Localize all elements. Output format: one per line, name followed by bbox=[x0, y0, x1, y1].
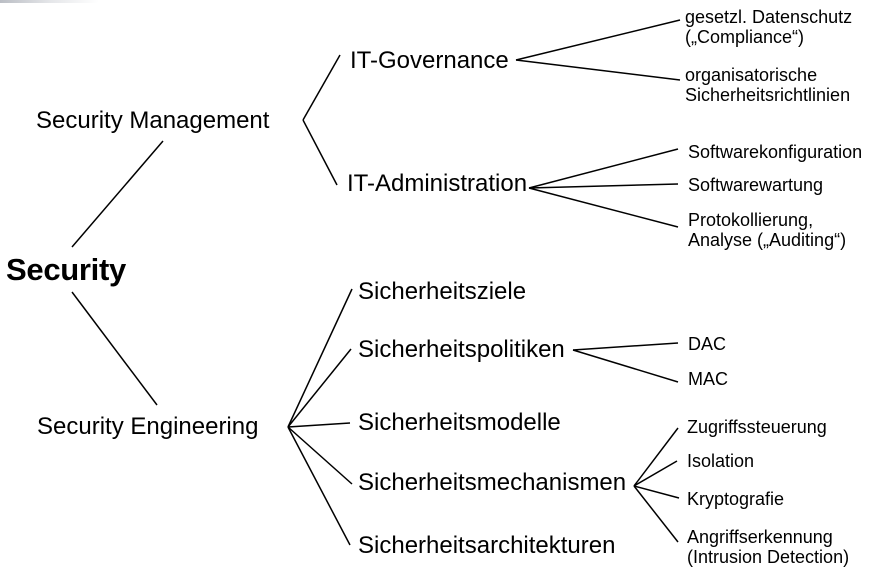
node-kryptografie: Kryptografie bbox=[687, 489, 785, 509]
edge-politiken-to-dac bbox=[572, 342, 679, 351]
edge-mechanismen-to-kryptografie bbox=[633, 485, 680, 499]
node-dac: DAC bbox=[688, 334, 727, 354]
node-mac: MAC bbox=[688, 369, 728, 389]
node-it-governance: IT-Governance bbox=[350, 47, 509, 74]
edge-engineering-to-sicherheitsmodelle bbox=[287, 422, 351, 428]
edge-management-to-itadministration bbox=[302, 119, 338, 186]
edge-management-to-itgovernance bbox=[302, 54, 341, 121]
node-security-engineering: Security Engineering bbox=[37, 413, 259, 440]
edge-mechanismen-to-isolation bbox=[633, 460, 678, 487]
node-sicherheitsarchitekturen: Sicherheitsarchitekturen bbox=[358, 532, 616, 559]
node-isolation: Isolation bbox=[687, 451, 755, 471]
edge-politiken-to-mac bbox=[572, 349, 679, 383]
edge-engineering-to-sicherheitspolitiken bbox=[287, 348, 352, 428]
edge-itgovernance-to-richtlinien bbox=[515, 59, 681, 81]
node-sicherheitsziele: Sicherheitsziele bbox=[358, 278, 527, 305]
edge-engineering-to-sicherheitsmechanismen bbox=[287, 426, 353, 485]
edge-security-to-engineering bbox=[71, 291, 158, 406]
node-organisatorische-sicherheitsrichtlinien: organisatorische Sicherheitsrichtlinien bbox=[685, 65, 851, 105]
edge-itadministration-to-protokollierung bbox=[528, 187, 679, 228]
edge-engineering-to-sicherheitsarchitekturen bbox=[287, 426, 351, 546]
node-sicherheitsmodelle: Sicherheitsmodelle bbox=[358, 409, 561, 436]
edge-itgovernance-to-datenschutz bbox=[515, 19, 681, 61]
edge-itadministration-to-softwarekonfiguration bbox=[528, 148, 679, 189]
node-gesetzl-datenschutz: gesetzl. Datenschutz („Compliance“) bbox=[685, 7, 853, 47]
top-edge-artifact bbox=[0, 0, 112, 3]
node-angriffserkennung: Angriffserkennung (Intrusion Detection) bbox=[687, 527, 850, 567]
edge-itadministration-to-softwarewartung bbox=[528, 183, 679, 189]
node-softwarekonfiguration: Softwarekonfiguration bbox=[688, 142, 863, 162]
edge-management-to-security bbox=[71, 140, 164, 248]
edge-mechanismen-to-zugriffssteuerung bbox=[633, 427, 679, 487]
node-it-administration: IT-Administration bbox=[347, 170, 528, 197]
node-sicherheitsmechanismen: Sicherheitsmechanismen bbox=[358, 469, 627, 496]
edge-mechanismen-to-angriffserkennung bbox=[633, 485, 679, 543]
node-security: Security bbox=[6, 252, 126, 287]
node-softwarewartung: Softwarewartung bbox=[688, 175, 824, 195]
node-protokollierung-analyse: Protokollierung, Analyse („Auditing“) bbox=[688, 210, 847, 250]
node-sicherheitspolitiken: Sicherheitspolitiken bbox=[358, 336, 565, 363]
edge-engineering-to-sicherheitsziele bbox=[287, 288, 353, 428]
node-security-management: Security Management bbox=[36, 107, 270, 134]
node-zugriffssteuerung: Zugriffssteuerung bbox=[687, 417, 827, 437]
